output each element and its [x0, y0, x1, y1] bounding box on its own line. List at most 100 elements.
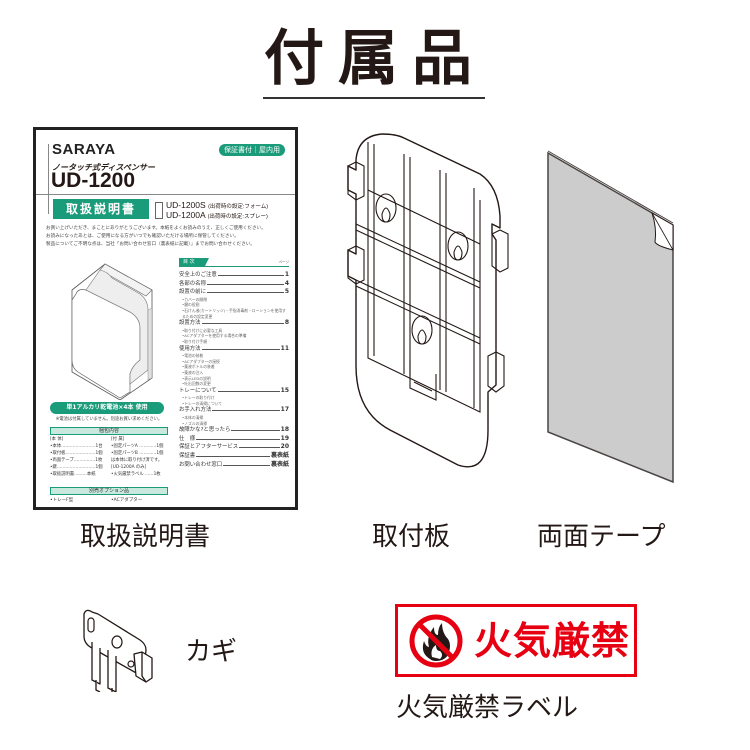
toc-subentry: •ACアダプターの接続: [182, 358, 220, 364]
contents-item: [UD-1200A のみ]: [111, 465, 147, 470]
key-label: カギ: [185, 637, 238, 667]
tape-label: 両面テープ: [537, 522, 666, 552]
toc-entry-page: 1: [284, 271, 289, 278]
variant-1: UD-1200S (出荷時の設定:フォーム): [166, 200, 268, 210]
mounting-plate-illustration: [347, 133, 509, 468]
contents-header: 梱包内容: [50, 427, 168, 435]
toc-subentry: •本体の清掃: [182, 415, 204, 421]
contents-left-head: [本 体]: [50, 437, 64, 442]
toc-leader: [212, 410, 280, 412]
toc-entry-page: 17: [280, 406, 289, 414]
contents-item: •取付板…………………1個: [50, 451, 103, 456]
toc-entry-page: 11: [280, 344, 289, 352]
toc-entry-label: 設置方法: [179, 320, 201, 327]
option-item: •ACアダプター: [111, 498, 143, 503]
toc-subentry: •取り付け手順: [182, 338, 208, 344]
contents-item: •取扱説明書………本紙: [50, 472, 96, 477]
toc-leader: [201, 348, 280, 350]
toc-leader: [223, 464, 270, 466]
cover-left-bar: [48, 144, 49, 214]
toc-subentry: •トレーの清掃について: [182, 400, 223, 406]
instruction-manual: SARAYA 保証書付｜屋内用 ノータッチ式ディスペンサー UD-1200 取扱…: [33, 127, 298, 510]
intro-text: お買い上げいただき、まことにありがとうございます。本紙をよくお読みのうえ、正しく…: [46, 225, 291, 249]
toc-leader: [217, 275, 284, 276]
option-item: •トレーF型: [50, 498, 74, 503]
toc-page-label: ページ: [278, 260, 289, 264]
toc-leader: [206, 283, 284, 285]
contents-item: •本体……………………1台: [50, 444, 103, 449]
intro-line: 製品についてご不明な点は、当社「お問い合わせ窓口（裏表紙に記載）」までお問い合わ…: [46, 242, 255, 247]
toc-header: 目 次: [179, 258, 209, 267]
contents-item: •鍵………………………1個: [50, 465, 103, 470]
toc-leader: [196, 438, 280, 440]
toc-subentry: •ノズルの清掃: [182, 420, 208, 426]
toc-entry-label: お問い合わせ窓口: [179, 461, 223, 468]
toc-entry-label: 各部の名称: [179, 280, 206, 287]
toc-entry-label: トレーについて: [179, 387, 217, 394]
double-sided-tape-illustration: [547, 150, 674, 484]
toc-subentry: •カバーの開閉: [182, 296, 208, 302]
contents-right-head: [付 属]: [111, 437, 125, 442]
fire-label-label: 火気厳禁ラベル: [396, 693, 579, 723]
variant-note: (出荷時の設定:スプレー): [207, 214, 268, 220]
toc-subentry: •トレーの取り付け: [182, 395, 215, 401]
variant-2: UD-1200A (出荷時の設定:スプレー): [166, 210, 268, 220]
toc-entry-page: 5: [284, 288, 289, 296]
toc-entry-page: 20: [280, 443, 289, 451]
warranty-badge: 保証書付｜屋内用: [219, 144, 285, 156]
contents-item: •固定パーツB …………1個: [111, 451, 164, 456]
toc-entry-label: 保証とアフターサービス: [179, 444, 239, 451]
toc-entry-page: 15: [280, 386, 289, 394]
page-title: 付属品: [264, 24, 486, 94]
variant-type-box: [155, 202, 163, 219]
cover-divider: [36, 194, 295, 195]
toc-leader: [239, 447, 280, 449]
toc-entry-page: 8: [284, 319, 289, 327]
toc-leader: [217, 390, 280, 392]
contents-item: •両面テープ……………1枚: [50, 458, 103, 463]
toc-entry-label: 設置の前に: [179, 289, 206, 296]
manual-title-banner: 取扱説明書: [53, 199, 149, 219]
key-illustration: [83, 609, 153, 692]
toc-subentry: •表示LEDの説明: [182, 375, 211, 381]
toc-subentry: •吐出回数の変更: [182, 381, 211, 387]
toc-entry-label: 保証書: [179, 453, 196, 460]
brand-logo: SARAYA: [52, 141, 116, 158]
toc-entry-page: 裏表紙: [270, 460, 289, 468]
toc-entry-page: 19: [280, 434, 289, 442]
toc-entry: 使用方法 11: [179, 345, 289, 354]
toc-entry-label: 使用方法: [179, 345, 201, 352]
no-fire-sign: 火気厳禁: [395, 604, 637, 677]
toc-rule: [179, 266, 289, 267]
variant-model: UD-1200A: [166, 210, 206, 220]
dispenser-illustration: [71, 263, 153, 400]
toc-entry-page: 18: [280, 426, 289, 434]
toc-entry: 故障かな?と思ったら 18: [179, 426, 289, 435]
toc-entry: 設置方法 8: [179, 319, 289, 328]
product-subtitle: ノータッチ式ディスペンサー: [52, 163, 155, 172]
toc-subentry: •薬液ボトルの装着: [182, 364, 215, 370]
toc-entry: 設置の前に 5: [179, 288, 289, 297]
toc-entry: お問い合わせ窓口 裏表紙: [179, 461, 289, 470]
toc-subentry: •取り付けに必要な工具: [182, 327, 223, 333]
product-model: UD-1200: [51, 169, 136, 192]
contents-item: •固定パーツA …………1個: [111, 444, 164, 449]
toc-subentry: •鍵の役割: [182, 302, 200, 308]
plate-label: 取付板: [372, 522, 451, 552]
title-underline: [263, 97, 485, 99]
toc-entry-label: 故障かな?と思ったら: [179, 427, 231, 434]
contents-item: は本体に取り付け済です。: [111, 458, 163, 463]
toc-entry-page: 裏表紙: [270, 452, 289, 460]
options-header: 別売オプション品: [50, 487, 168, 495]
intro-line: お買い上げいただき、まことにありがとうございます。本紙をよくお読みのうえ、正しく…: [46, 226, 266, 231]
toc-subentry: •ACアダプターを使用する場合の準備: [182, 333, 247, 339]
toc-leader: [206, 292, 284, 294]
manual-label: 取扱説明書: [80, 522, 211, 552]
toc-leader: [196, 456, 270, 458]
